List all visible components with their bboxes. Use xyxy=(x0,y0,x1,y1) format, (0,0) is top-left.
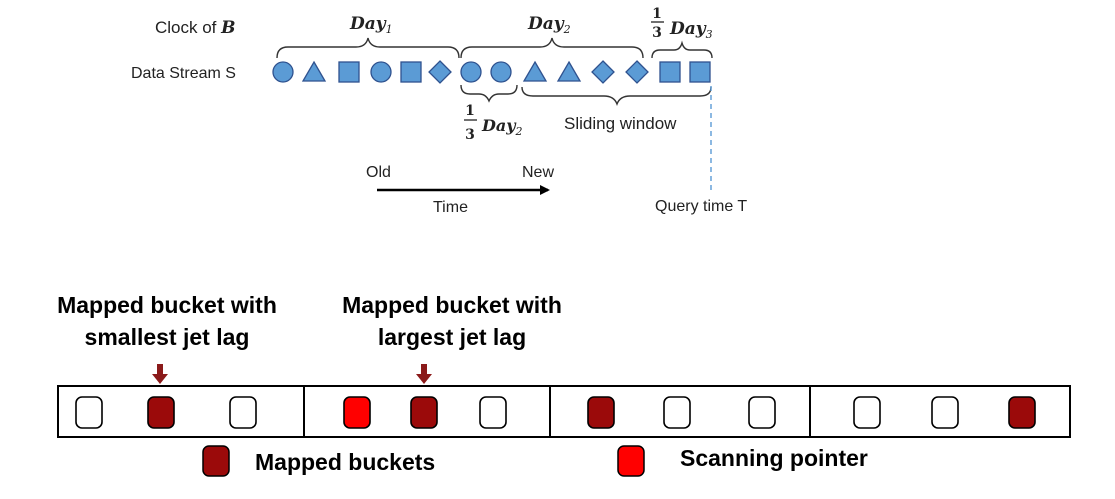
stream-item-circle xyxy=(272,61,294,83)
svg-text:Mapped bucket with: Mapped bucket with xyxy=(57,292,277,318)
stream-item-triangle xyxy=(556,60,582,82)
stream-item-circle xyxy=(370,61,392,83)
svg-text:3: 3 xyxy=(652,25,662,41)
day1-brace xyxy=(276,37,460,59)
mapped-bucket xyxy=(587,396,615,429)
third-day2-brace xyxy=(460,84,518,103)
empty-bucket xyxy=(479,396,507,429)
legend-mapped-swatch xyxy=(202,445,230,477)
day2-label: Day2 xyxy=(527,14,571,36)
stream-item-square xyxy=(338,61,360,83)
smallest-jet-lag-arrow xyxy=(152,364,168,384)
old-label: Old xyxy=(366,164,391,181)
stream-item-diamond xyxy=(625,60,649,84)
third-day3-label: 1 3 Day3 xyxy=(651,6,713,41)
mapped-bucket xyxy=(410,396,438,429)
day2-brace xyxy=(460,37,644,59)
legend-pointer: Scanning pointer xyxy=(617,445,868,477)
day1-label: Day1 xyxy=(349,14,393,36)
svg-text:1: 1 xyxy=(652,6,662,22)
stream-item-square xyxy=(659,61,681,83)
svg-text:3: 3 xyxy=(465,127,475,143)
clock-label: Clock of B xyxy=(155,18,236,38)
stream-item-square xyxy=(689,61,711,83)
stream-item-diamond xyxy=(428,60,452,84)
mapped-bucket xyxy=(147,396,175,429)
svg-text:1: 1 xyxy=(465,103,475,119)
svg-text:Scanning pointer: Scanning pointer xyxy=(680,445,868,471)
empty-bucket xyxy=(75,396,103,429)
empty-bucket xyxy=(931,396,959,429)
empty-bucket xyxy=(748,396,776,429)
mapped-bucket xyxy=(1008,396,1036,429)
query-time-label: Query time T xyxy=(655,198,747,215)
empty-bucket xyxy=(229,396,257,429)
legend-mapped: Mapped buckets xyxy=(202,445,435,477)
legend-pointer-swatch xyxy=(617,445,645,477)
sliding-window-brace xyxy=(521,86,712,106)
stream-item-triangle xyxy=(522,60,548,82)
svg-text:Mapped bucket with: Mapped bucket with xyxy=(342,292,562,318)
svg-text:Mapped buckets: Mapped buckets xyxy=(255,449,435,475)
time-label: Time xyxy=(433,199,468,216)
stream-item-circle xyxy=(490,61,512,83)
stream-item-circle xyxy=(460,61,482,83)
sliding-window-label: Sliding window xyxy=(564,114,677,133)
empty-bucket xyxy=(853,396,881,429)
largest-jet-lag-arrow xyxy=(416,364,432,384)
svg-text:Day2: Day2 xyxy=(481,116,523,138)
empty-bucket xyxy=(663,396,691,429)
svg-text:largest jet lag: largest jet lag xyxy=(378,324,526,350)
scanning-pointer-bucket xyxy=(343,396,371,429)
svg-text:smallest jet lag: smallest jet lag xyxy=(85,324,250,350)
bucket-array xyxy=(57,385,1071,438)
day3-brace xyxy=(651,40,713,59)
third-day2-label: 1 3 Day2 xyxy=(464,103,523,143)
largest-jet-lag-label: Mapped bucket with largest jet lag xyxy=(342,292,562,350)
stream-label: Data Stream S xyxy=(131,65,236,82)
stream-item-square xyxy=(400,61,422,83)
buckets xyxy=(75,396,1036,429)
new-label: New xyxy=(522,164,554,181)
stream-item-diamond xyxy=(591,60,615,84)
data-stream xyxy=(272,60,711,84)
stream-item-triangle xyxy=(301,60,327,82)
smallest-jet-lag-label: Mapped bucket with smallest jet lag xyxy=(57,292,277,350)
svg-text:Day3: Day3 xyxy=(669,19,713,41)
